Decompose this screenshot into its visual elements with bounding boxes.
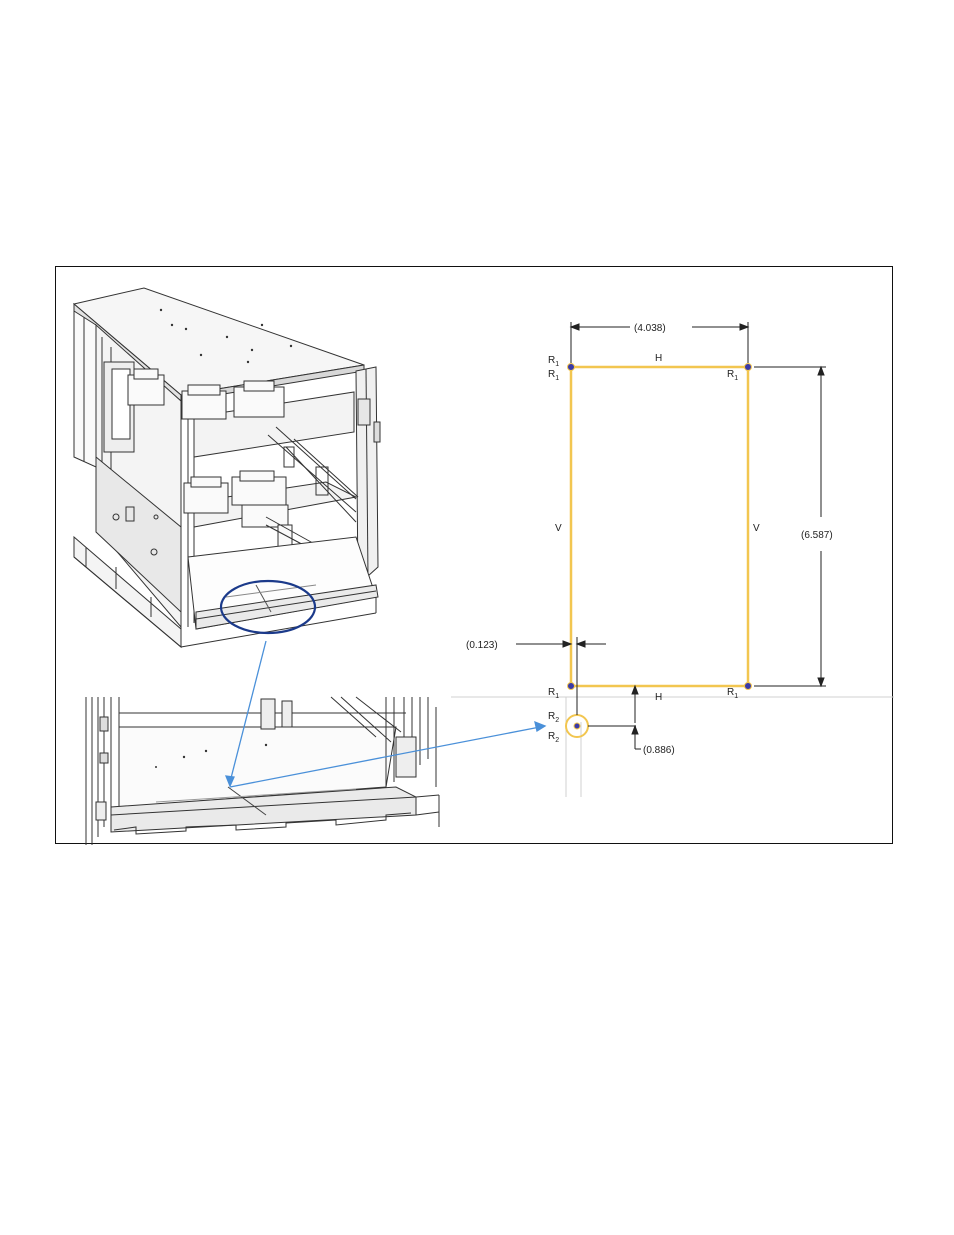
relation-top-right: R1 [727,369,738,382]
constraint-vertical-left: V [555,523,562,534]
constraint-vertical-right: V [753,523,760,534]
dim-offset-x-label: (0.123) [466,640,498,651]
dim-offset-y-label: (0.886) [643,745,675,756]
dimension-offset-x [516,637,606,715]
dim-height-label: (6.587) [801,530,833,541]
figure-canvas: (4.038) (6.587) (0.123) [56,267,894,845]
relation-bottom-left: R1 [548,687,559,700]
relation-top-left-b: R1 [548,369,559,382]
relation-point-a: R2 [548,711,559,724]
dimension-height [754,367,826,686]
dim-width-label: (4.038) [634,323,666,334]
relation-top-left-a: R1 [548,355,559,368]
vertex-bottom-left [568,683,575,690]
vertex-markers [568,364,752,730]
sketch-view: (4.038) (6.587) (0.123) [451,322,894,797]
relation-point-b: R2 [548,731,559,744]
constraint-horizontal-bottom: H [655,692,662,703]
cabinet-left-side-panel [74,311,96,467]
relation-bottom-right: R1 [727,687,738,700]
figure-frame: (4.038) (6.587) (0.123) [55,266,893,844]
dimension-offset-y [588,686,641,749]
constraint-horizontal-top: H [655,353,662,364]
vertex-top-left [568,364,575,371]
vertex-bottom-right [745,683,752,690]
vertex-top-right [745,364,752,371]
zoomed-detail-view [86,697,439,845]
vertex-origin-point [574,723,580,729]
sketch-rectangle [571,367,748,686]
